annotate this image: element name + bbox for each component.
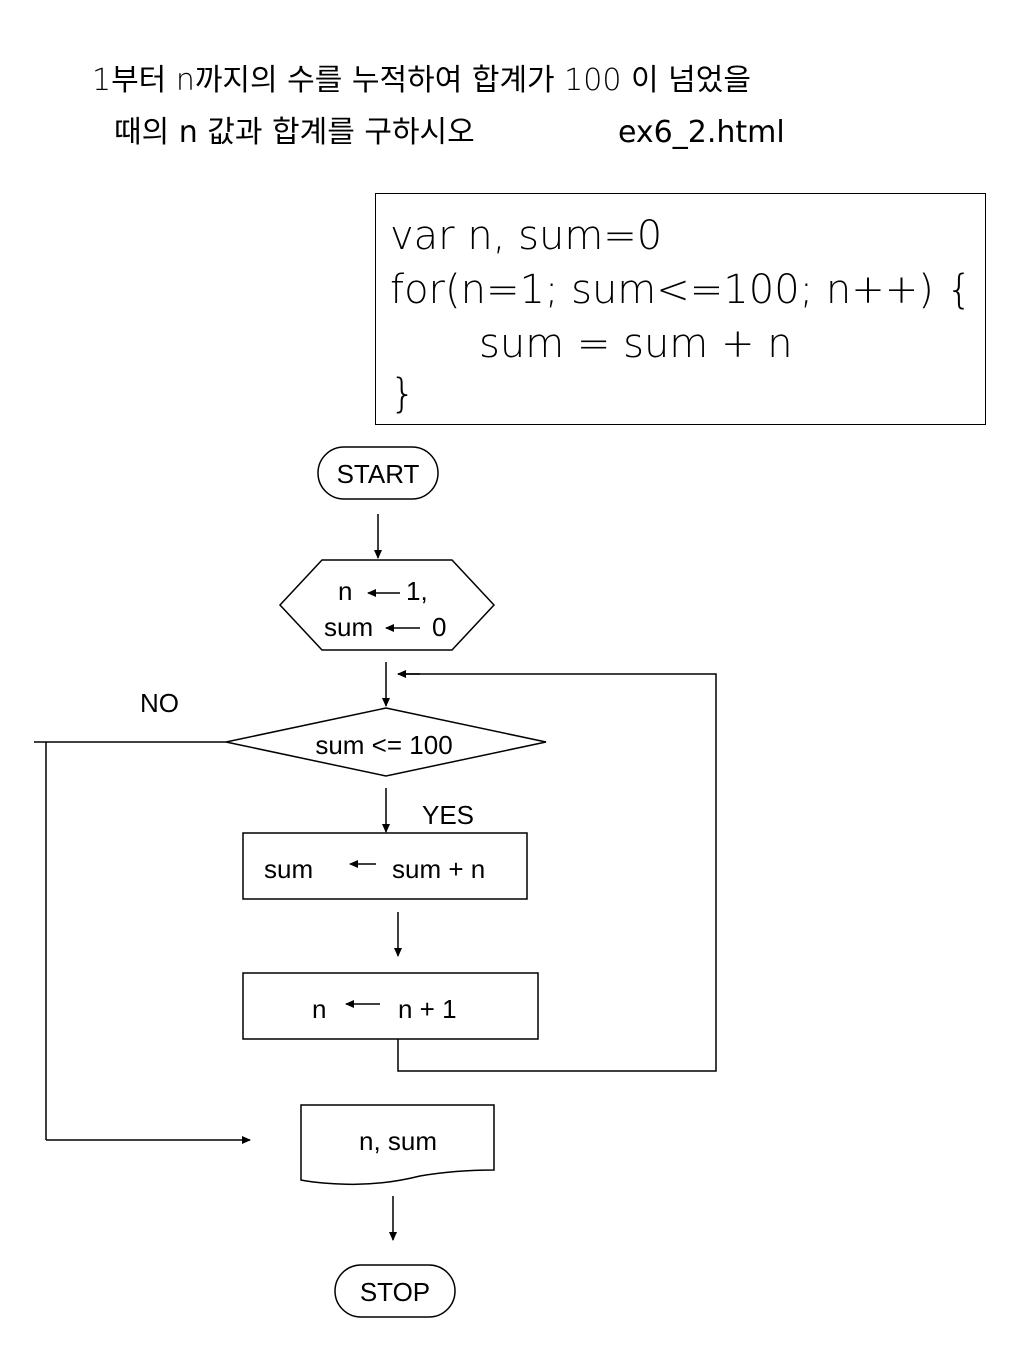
problem-statement-line-2: 때의 n 값과 합계를 구하시오 bbox=[92, 118, 475, 148]
init-n-value: 1, bbox=[406, 576, 428, 606]
code-line-1: var n, sum=0 bbox=[390, 213, 663, 259]
condition-diamond bbox=[225, 707, 547, 777]
code-line-3: sum = sum + n bbox=[390, 321, 793, 367]
loop-back-line bbox=[397, 673, 717, 1072]
process-n-box bbox=[242, 972, 539, 1040]
output-label: n, sum bbox=[359, 1126, 437, 1156]
code-line-2: for(n=1; sum<=100; n++) { bbox=[390, 267, 972, 313]
process-n-left: n bbox=[312, 994, 326, 1024]
stop-label: STOP bbox=[360, 1277, 430, 1307]
problem-statement-line-1: 1부터 n까지의 수를 누적하여 합계가 100 이 넘었을 bbox=[92, 63, 751, 98]
file-name: ex6_2.html bbox=[618, 115, 785, 150]
no-label: NO bbox=[140, 688, 179, 718]
init-sum-value: 0 bbox=[432, 612, 446, 642]
start-terminal bbox=[317, 446, 439, 500]
process-n-right: n + 1 bbox=[398, 994, 457, 1024]
start-label: START bbox=[337, 459, 420, 489]
init-n-label: n bbox=[338, 576, 352, 606]
code-line-4: } bbox=[390, 371, 416, 417]
output-document bbox=[300, 1104, 495, 1186]
process-sum-left: sum bbox=[264, 854, 313, 884]
yes-label: YES bbox=[422, 800, 474, 830]
condition-label: sum <= 100 bbox=[315, 730, 452, 760]
init-sum-label: sum bbox=[324, 612, 373, 642]
code-box: var n, sum=0 for(n=1; sum<=100; n++) { s… bbox=[375, 193, 986, 425]
process-sum-box bbox=[242, 832, 528, 900]
problem-statement-line-2-text: 때의 n 값과 합계를 구하시오 bbox=[114, 115, 475, 150]
init-hexagon bbox=[278, 559, 496, 651]
stop-terminal bbox=[334, 1264, 456, 1318]
process-sum-right: sum + n bbox=[392, 854, 485, 884]
